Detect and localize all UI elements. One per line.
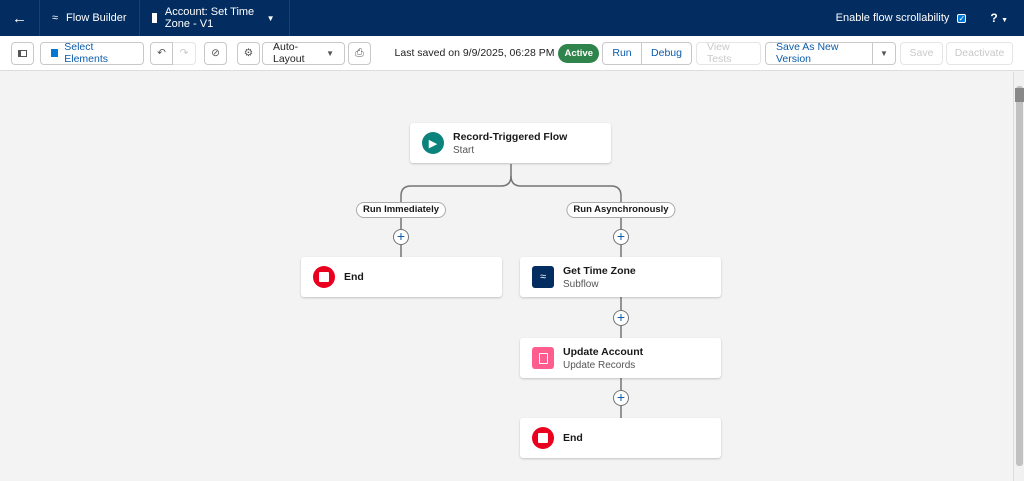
- play-icon: ▶: [422, 132, 444, 154]
- add-element-button[interactable]: +: [393, 229, 409, 245]
- save-button[interactable]: Save: [900, 41, 943, 65]
- update-records-icon: [532, 347, 554, 369]
- app-name: ≈Flow Builder: [40, 0, 140, 36]
- app-header: ← ≈Flow Builder Account: Set Time Zone -…: [0, 0, 1024, 36]
- end-node[interactable]: End: [301, 257, 502, 297]
- end-node[interactable]: End: [520, 418, 721, 458]
- back-button[interactable]: ←: [0, 0, 40, 36]
- vertical-scrollbar[interactable]: [1013, 72, 1024, 481]
- scroll-checkbox[interactable]: ✓: [957, 13, 967, 23]
- select-icon: [51, 49, 59, 57]
- flow-builder-icon: ≈: [52, 12, 59, 24]
- settings-button[interactable]: ⚙: [237, 41, 260, 65]
- chevron-down-icon: ▼: [326, 48, 334, 58]
- toggle-panel-button[interactable]: [11, 41, 34, 65]
- document-icon: [151, 13, 157, 23]
- run-button[interactable]: Run: [602, 41, 642, 65]
- undo-button[interactable]: ↶: [150, 41, 173, 65]
- select-elements-button[interactable]: Select Elements: [40, 41, 144, 65]
- toolbar: Select Elements ↶ ↷ ⊘ ⚙ Auto-Layout▼ ⎙ L…: [0, 36, 1024, 71]
- save-as-new-version-button[interactable]: Save As New Version: [765, 41, 873, 65]
- view-tests-button[interactable]: View Tests: [696, 41, 761, 65]
- stop-icon: [313, 266, 335, 288]
- debug-button[interactable]: Debug: [642, 41, 692, 65]
- layout-select[interactable]: Auto-Layout▼: [262, 41, 345, 65]
- last-saved-text: Last saved on 9/9/2025, 06:28 PM: [394, 47, 555, 59]
- save-options-button[interactable]: ▼: [873, 41, 896, 65]
- flow-title-menu[interactable]: Account: Set Time Zone - V1▼: [140, 0, 290, 36]
- status-badge: Active: [558, 43, 599, 63]
- scroll-label: Enable flow scrollability: [835, 12, 950, 24]
- chevron-down-icon: ▼: [266, 13, 275, 23]
- deactivate-button[interactable]: Deactivate: [946, 41, 1013, 65]
- redo-button[interactable]: ↷: [173, 41, 196, 65]
- panel-icon: [18, 49, 27, 57]
- help-menu[interactable]: ? ▼: [990, 11, 1008, 25]
- add-element-button[interactable]: +: [613, 310, 629, 326]
- path-label-run-immediately[interactable]: Run Immediately: [355, 202, 447, 218]
- add-element-button[interactable]: +: [613, 390, 629, 406]
- stop-icon: [532, 427, 554, 449]
- path-label-run-asynchronously[interactable]: Run Asynchronously: [566, 202, 676, 218]
- add-element-button[interactable]: +: [613, 229, 629, 245]
- subflow-icon: ≈: [532, 266, 554, 288]
- clear-button[interactable]: ⊘: [204, 41, 227, 65]
- print-button[interactable]: ⎙: [348, 41, 371, 65]
